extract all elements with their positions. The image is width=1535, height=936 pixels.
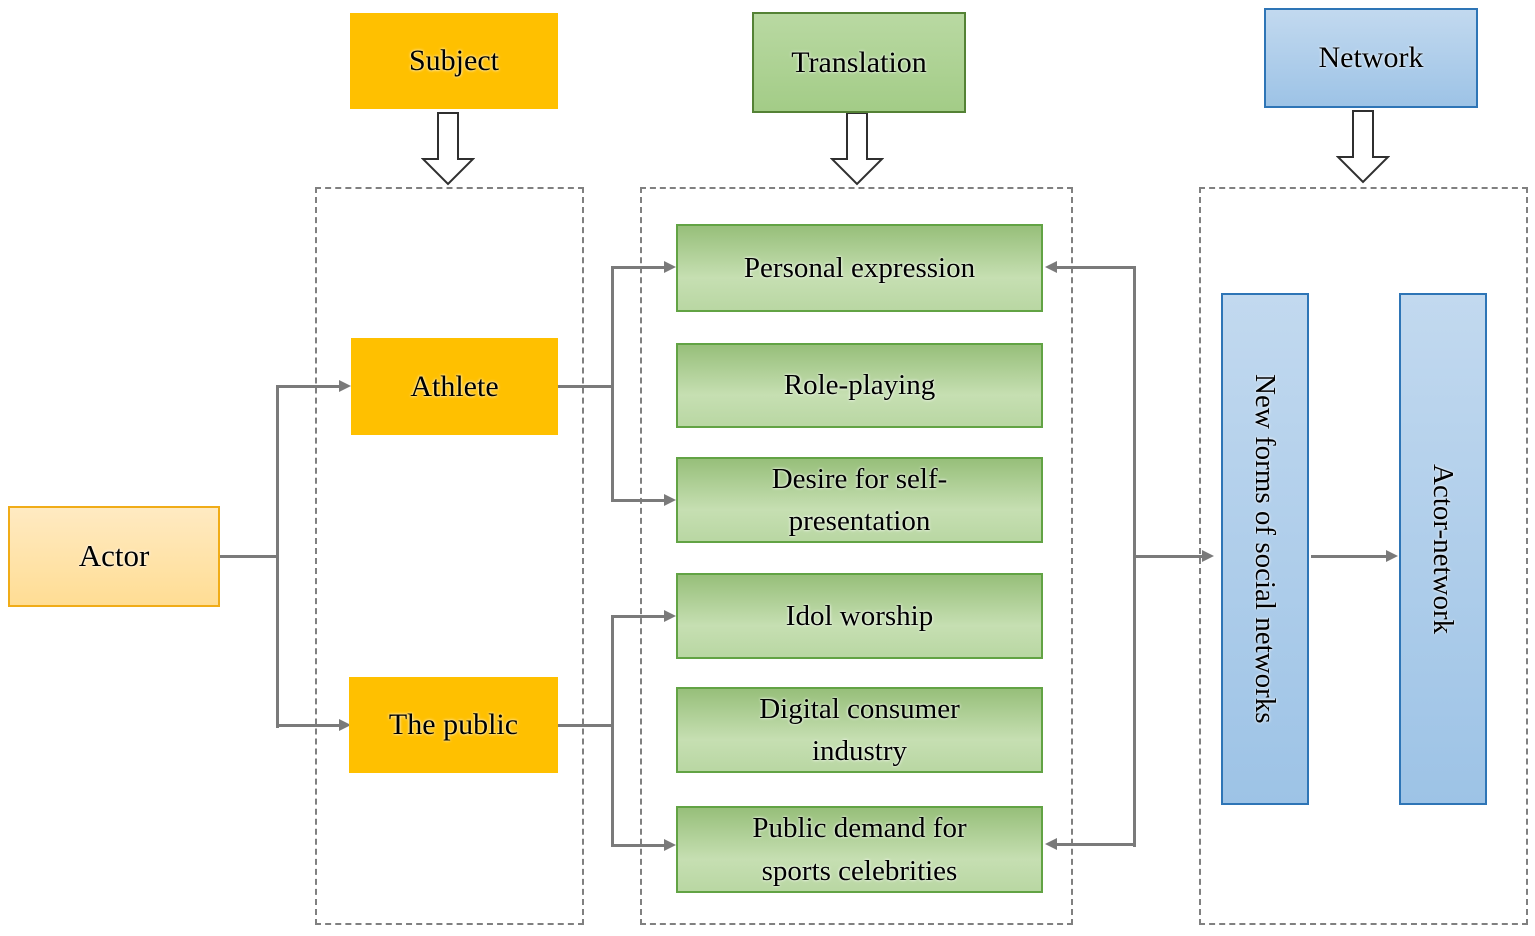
connector-to-athlete	[277, 385, 339, 388]
desire-self-presentation-box: Desire for self-presentation	[676, 457, 1043, 543]
arrowhead-right-icon	[1202, 550, 1214, 562]
down-arrow-icon	[1336, 110, 1390, 184]
athlete-box: Athlete	[351, 338, 558, 435]
role-playing-label: Role-playing	[783, 369, 936, 402]
connector-to-public-demand	[612, 844, 664, 847]
arrowhead-right-icon	[339, 719, 351, 731]
connector-to-idol-worship	[612, 615, 664, 618]
public-demand-label: Public demand for sports celebrities	[752, 812, 967, 887]
actor-network-box: Actor-network	[1399, 293, 1487, 805]
connector-athlete-out	[558, 385, 614, 388]
connector-to-personal-expression	[612, 266, 664, 269]
connector-back-to-public-demand	[1057, 843, 1134, 846]
connector-actor-out	[220, 555, 277, 558]
translation-header-box: Translation	[752, 12, 966, 113]
connector-public-out	[558, 724, 614, 727]
arrowhead-right-icon	[664, 839, 676, 851]
new-forms-social-networks-label: New forms of social networks	[1249, 374, 1282, 724]
personal-expression-box: Personal expression	[676, 224, 1043, 312]
arrowhead-right-icon	[664, 610, 676, 622]
connector-back-to-personal-expression	[1057, 266, 1134, 269]
the-public-label: The public	[388, 708, 519, 742]
subject-header-label: Subject	[409, 44, 499, 78]
personal-expression-label: Personal expression	[743, 251, 976, 284]
the-public-box: The public	[349, 677, 558, 773]
translation-header-label: Translation	[791, 45, 927, 79]
connector-new-forms-to-actor-network	[1311, 555, 1386, 558]
actor-box: Actor	[8, 506, 220, 607]
digital-consumer-industry-label: Digital consumer industry	[759, 692, 960, 767]
actor-network-label: Actor-network	[1427, 463, 1460, 635]
arrowhead-right-icon	[664, 261, 676, 273]
role-playing-box: Role-playing	[676, 343, 1043, 428]
connector-public-branch	[611, 615, 614, 847]
arrowhead-left-icon	[1045, 838, 1057, 850]
connector-to-desire	[612, 499, 664, 502]
connector-to-new-forms	[1133, 555, 1202, 558]
arrowhead-left-icon	[1045, 261, 1057, 273]
desire-self-presentation-label: Desire for self-presentation	[771, 462, 948, 537]
network-header-box: Network	[1264, 8, 1478, 108]
arrowhead-right-icon	[1386, 550, 1398, 562]
idol-worship-box: Idol worship	[676, 573, 1043, 659]
connector-to-public	[277, 724, 339, 727]
down-arrow-icon	[421, 112, 475, 186]
down-arrow-icon	[830, 112, 884, 186]
network-header-label: Network	[1318, 41, 1424, 75]
public-demand-box: Public demand for sports celebrities	[676, 806, 1043, 893]
new-forms-social-networks-box: New forms of social networks	[1221, 293, 1309, 805]
idol-worship-label: Idol worship	[785, 599, 934, 632]
connector-left-branch	[276, 385, 279, 728]
athlete-label: Athlete	[410, 369, 499, 403]
arrowhead-right-icon	[339, 380, 351, 392]
arrowhead-right-icon	[664, 494, 676, 506]
subject-region	[315, 187, 584, 925]
translation-region	[640, 187, 1073, 925]
connector-athlete-branch	[611, 266, 614, 502]
actor-label: Actor	[78, 538, 150, 574]
digital-consumer-industry-box: Digital consumer industry	[676, 687, 1043, 773]
subject-header-box: Subject	[350, 13, 558, 109]
